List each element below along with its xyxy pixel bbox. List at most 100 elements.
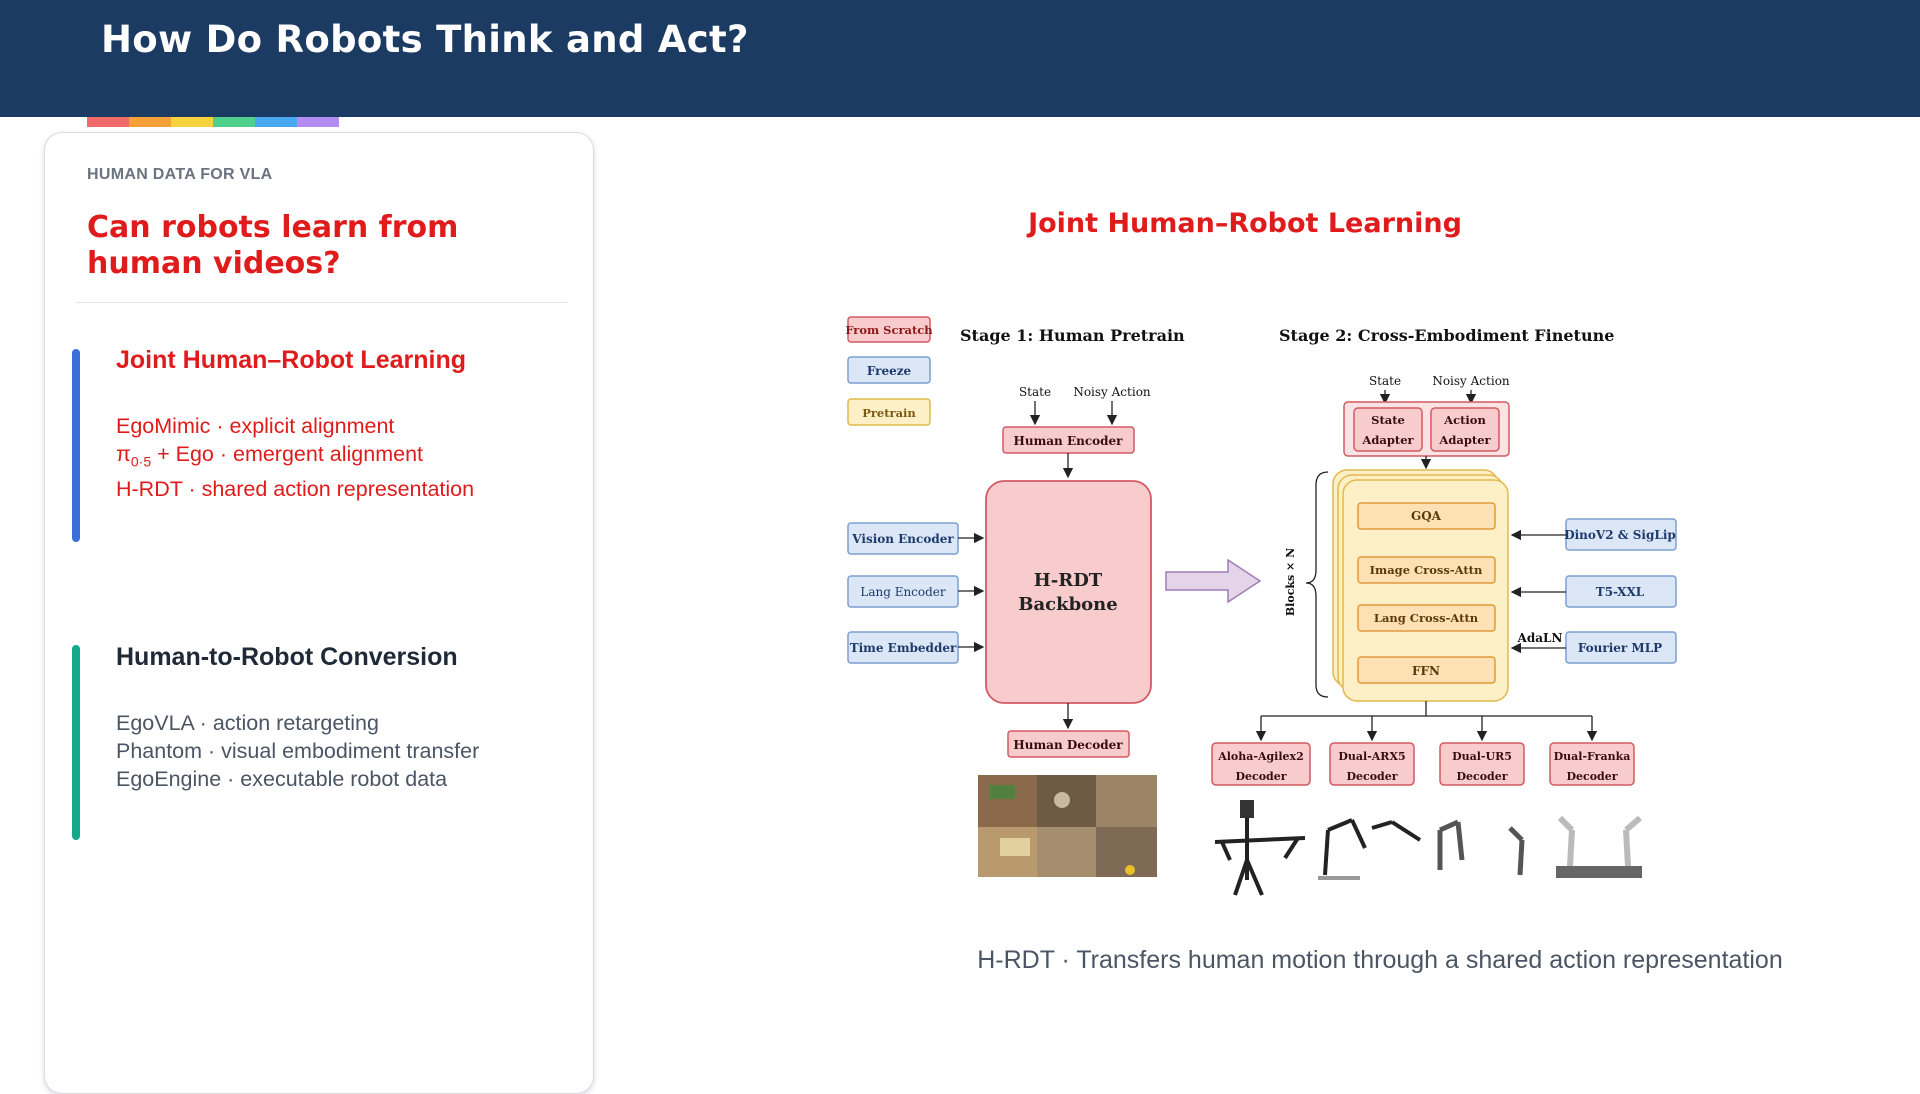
state-adapter-label-2: Adapter — [1361, 433, 1414, 447]
lang-cross-attn-box — [1357, 604, 1496, 632]
t5-label: T5-XXL — [1596, 585, 1645, 599]
gqa-label: GQA — [1411, 509, 1442, 523]
section-title-conversion: Human-to-Robot Conversion — [116, 643, 458, 671]
section-title-joint: Joint Human–Robot Learning — [116, 346, 466, 374]
card-question: Can robots learn from human videos? — [87, 210, 459, 281]
robot-aloha-icon — [1214, 800, 1306, 896]
pi-subscript-a: 0 — [130, 453, 139, 470]
video-frame — [990, 785, 1015, 799]
list-item: H-RDT · shared action representation — [116, 477, 475, 502]
robot-franka-icon — [1556, 815, 1642, 878]
action-adapter-label-1: Action — [1443, 413, 1486, 427]
legend-swatch-scratch — [847, 316, 931, 343]
s1-state-label: State — [1019, 385, 1051, 399]
video-frame — [1054, 792, 1070, 808]
stage-transition-arrow — [1165, 558, 1262, 604]
blocks-label: Blocks × N — [1284, 548, 1297, 616]
legend-swatch-freeze — [847, 356, 931, 384]
stage1-diagram: State Noisy Action Human Encoder H-RDT B… — [847, 385, 1157, 877]
pi-symbol: π — [116, 442, 131, 466]
action-adapter-label-2: Adapter — [1438, 433, 1491, 447]
video-frame — [1037, 827, 1096, 877]
slide-header: How Do Robots Think and Act? — [0, 0, 1920, 117]
video-frame — [978, 775, 1037, 827]
pi-subscript-b: 5 — [143, 453, 152, 470]
section-bar-blue — [72, 349, 80, 542]
human-decoder-box — [1007, 730, 1130, 758]
vision-encoder-label: Vision Encoder — [851, 532, 954, 546]
decoder-label-2: Decoder — [1456, 770, 1507, 783]
legend-label-scratch: From Scratch — [845, 323, 933, 337]
video-frame — [1000, 838, 1030, 856]
human-video-frames — [978, 775, 1157, 877]
rainbow-segment-purple — [297, 117, 339, 127]
slide-title: How Do Robots Think and Act? — [101, 18, 749, 61]
decoder-label-2: Decoder — [1235, 770, 1286, 783]
fourier-mlp-label: Fourier MLP — [1578, 641, 1662, 655]
image-cross-attn-box — [1357, 556, 1496, 584]
human-decoder-label: Human Decoder — [1013, 738, 1123, 752]
robot-ur5-icon — [1437, 819, 1525, 876]
rainbow-segment-orange — [129, 117, 171, 127]
stage1-heading: Stage 1: Human Pretrain — [960, 326, 1185, 345]
decoder-label-1: Dual-ARX5 — [1338, 750, 1405, 763]
list-item: EgoEngine · executable robot data — [116, 767, 448, 791]
decoder-label-1: Dual-UR5 — [1452, 750, 1512, 763]
content-card — [44, 132, 594, 1094]
rainbow-segment-green — [213, 117, 255, 127]
dinov2-label: DinoV2 & SigLip — [1564, 528, 1676, 542]
action-adapter-box — [1430, 407, 1500, 452]
decoder-box — [1549, 742, 1635, 786]
human-encoder-label: Human Encoder — [1014, 434, 1124, 448]
legend-label-freeze: Freeze — [867, 364, 912, 378]
legend: From Scratch Freeze Pretrain — [845, 316, 933, 426]
list-item: Phantom · visual embodiment transfer — [116, 739, 480, 763]
legend-swatch-pretrain — [847, 398, 931, 426]
ffn-box — [1357, 656, 1496, 684]
decoder-box — [1439, 742, 1525, 786]
gqa-box — [1357, 502, 1496, 530]
section-bar-green — [72, 645, 80, 840]
time-embedder-label: Time Embedder — [850, 641, 957, 655]
adaln-label: AdaLN — [1517, 631, 1563, 645]
list-item-text: + Ego · emergent alignment — [157, 442, 424, 466]
decoder-box — [1329, 742, 1415, 786]
section-lines-joint: EgoMimic · explicit alignment π0·5 + Ego… — [116, 412, 474, 503]
rainbow-segment-blue — [255, 117, 297, 127]
blocks-brace — [1305, 471, 1329, 698]
legend-label-pretrain: Pretrain — [862, 406, 916, 420]
decoder-label-1: Aloha-Agilex2 — [1217, 750, 1304, 763]
rainbow-segment-red — [87, 117, 129, 127]
lang-cross-attn-label: Lang Cross-Attn — [1374, 611, 1479, 625]
state-adapter-box — [1353, 407, 1423, 452]
image-cross-attn-label: Image Cross-Attn — [1370, 563, 1483, 577]
decoder-box — [1211, 742, 1311, 786]
backbone-box — [985, 480, 1152, 704]
section-lines-conversion: EgoVLA · action retargeting Phantom · vi… — [116, 709, 479, 793]
rainbow-segment-yellow — [171, 117, 213, 127]
figure-caption: H-RDT · Transfers human motion through a… — [977, 946, 1783, 974]
backbone-label-1: H-RDT — [1034, 570, 1103, 591]
backbone-label-2: Backbone — [1018, 594, 1117, 615]
stage2-diagram: State Noisy Action State Adapter Action … — [1211, 374, 1677, 896]
card-divider — [75, 302, 567, 303]
s2-state-label: State — [1369, 374, 1401, 388]
robot-arx5-icon — [1318, 818, 1422, 880]
pi-subscript-dot: · — [138, 453, 144, 470]
figure-title: Joint Human–Robot Learning — [1028, 208, 1462, 239]
s2-noisy-action-label: Noisy Action — [1432, 374, 1510, 388]
stage2-heading: Stage 2: Cross-Embodiment Finetune — [1279, 326, 1614, 345]
list-item-pi-ego: π0·5 + Ego · emergent alignment — [116, 440, 474, 475]
list-item: EgoMimic · explicit alignment — [116, 414, 395, 438]
state-adapter-label-1: State — [1371, 413, 1405, 427]
decoder-label-2: Decoder — [1566, 770, 1617, 783]
lang-encoder-label: Lang Encoder — [860, 585, 946, 599]
decoder-label-2: Decoder — [1346, 770, 1397, 783]
list-item: EgoVLA · action retargeting — [116, 711, 379, 735]
video-frame — [1096, 775, 1157, 827]
decoder-label-1: Dual-Franka — [1554, 750, 1631, 763]
s1-noisy-action-label: Noisy Action — [1073, 385, 1151, 399]
card-kicker: HUMAN DATA FOR VLA — [87, 166, 273, 183]
ffn-label: FFN — [1412, 664, 1440, 678]
